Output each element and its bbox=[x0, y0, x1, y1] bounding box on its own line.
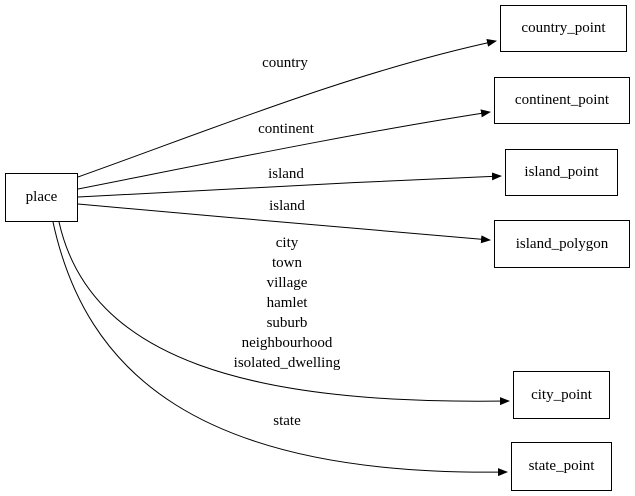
edge-place-island_point bbox=[77, 172, 502, 198]
edge-place-continent_point bbox=[77, 109, 491, 190]
node-continent_point: continent_point bbox=[494, 77, 630, 124]
node-state_point: state_point bbox=[511, 442, 612, 491]
node-country_point: country_point bbox=[500, 5, 627, 52]
edge-place-country_point bbox=[77, 38, 497, 178]
edge-label-island_point: island bbox=[268, 166, 304, 182]
node-island_polygon: island_polygon bbox=[494, 220, 630, 268]
edge-label-country_point: country bbox=[262, 55, 308, 71]
edge-label-island_polygon: island bbox=[269, 198, 305, 214]
node-island_point: island_point bbox=[505, 149, 618, 196]
edge-place-island_polygon bbox=[77, 203, 491, 244]
node-place: place bbox=[5, 173, 78, 222]
edge-label-state_point: state bbox=[273, 413, 301, 429]
edge-place-state_point bbox=[52, 221, 508, 477]
edge-place-city_point bbox=[58, 221, 510, 406]
edge-label-continent_point: continent bbox=[258, 121, 314, 137]
node-city_point: city_point bbox=[513, 371, 610, 419]
edge-label-city_point: city town village hamlet suburb neighbou… bbox=[233, 235, 341, 371]
